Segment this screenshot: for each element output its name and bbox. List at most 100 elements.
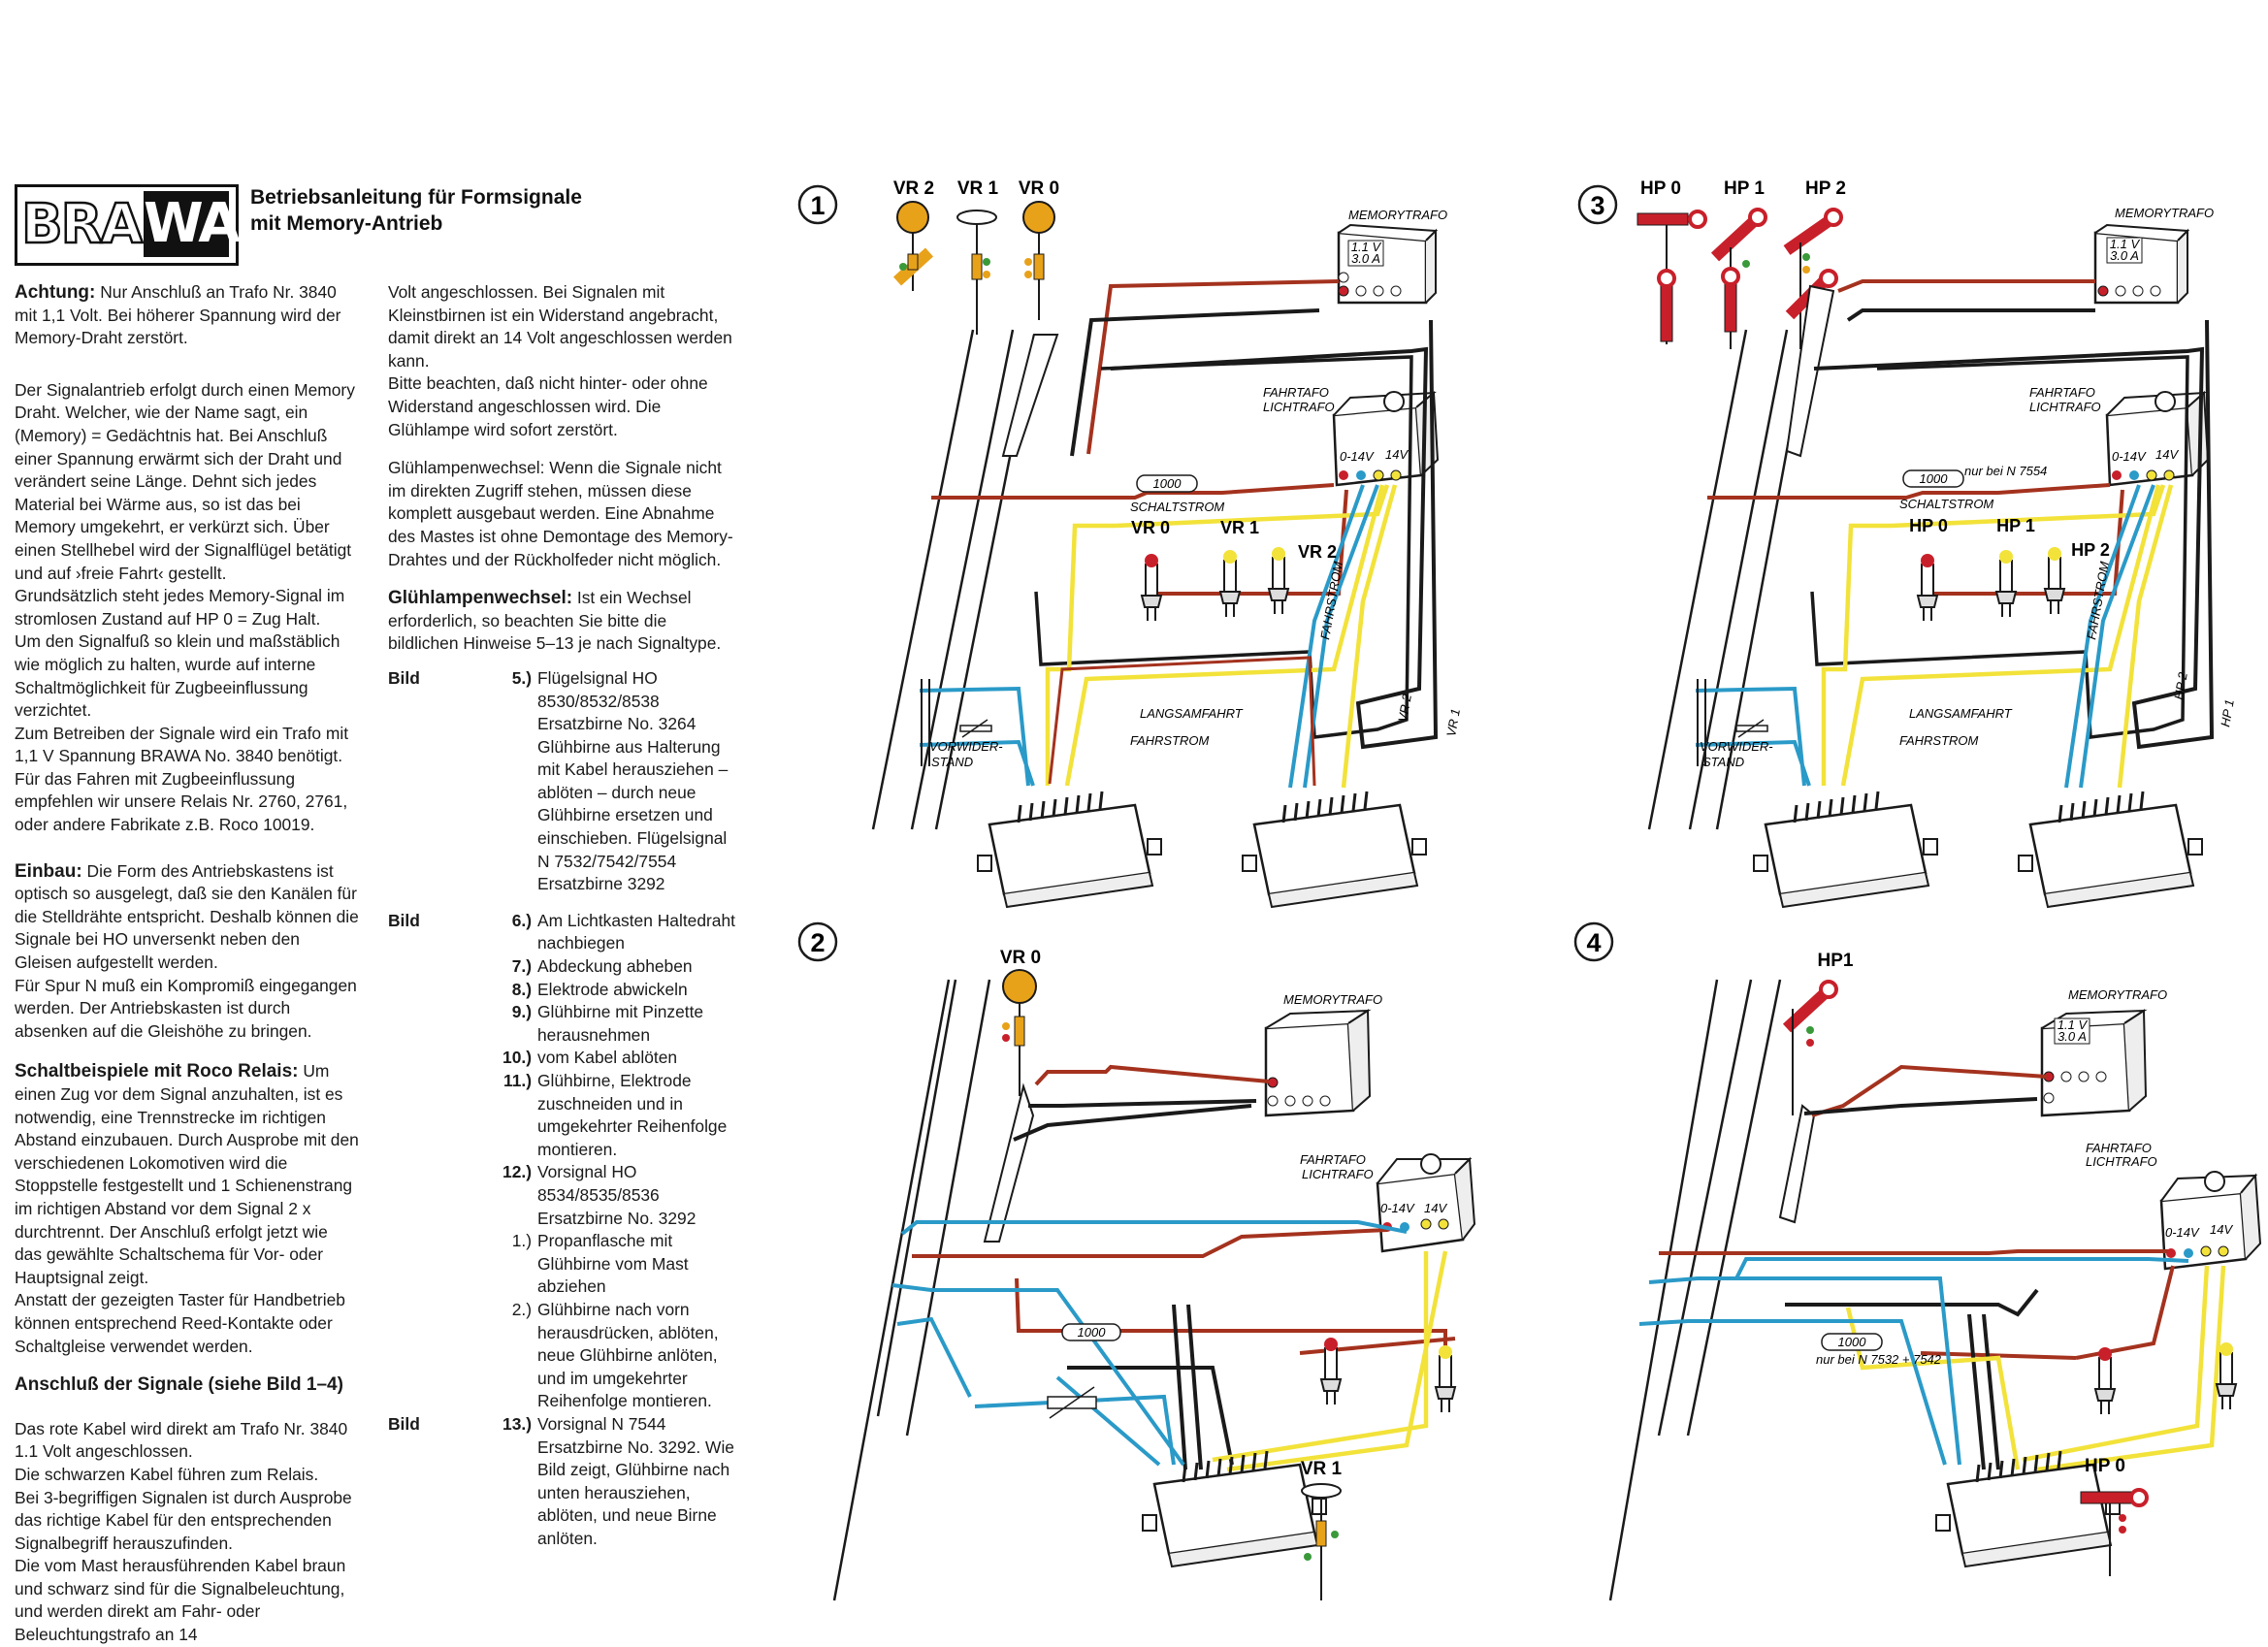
d2-resistor-label: 1000 <box>1078 1325 1107 1340</box>
schalt-paragraph: Schaltbeispiele mit Roco Relais: Um eine… <box>15 1060 359 1289</box>
bild-item: 9.)Glühbirne mit Pinzette herausnehmen <box>388 1001 737 1047</box>
d3-resistor-label: 1000 <box>1920 471 1949 486</box>
bild-text: Flügelsignal HO 8530/8532/8538 Ersatzbir… <box>537 667 729 894</box>
d2-volt-1: 0-14V <box>1380 1201 1415 1215</box>
d4-resistor-1000: 1000 <box>1821 1333 1883 1351</box>
d3-schaltstrom-label: SCHALTSTROM <box>1899 497 1993 511</box>
d3-relay-left <box>1752 790 1939 909</box>
d3-memory-trafo: 1.1 V 3.0 A <box>2093 223 2190 305</box>
bild-number: 7.) <box>511 956 532 977</box>
d1-langsamfahrt-label: LANGSAMFAHRT <box>1140 706 1244 721</box>
bild-text: Vorsignal HO 8534/8535/8536 Ersatzbirne … <box>537 1162 697 1228</box>
d2-memory-label: MEMORYTRAFO <box>1283 992 1382 1007</box>
gluehlampen-text-2: Ist ein Wechsel erforderlich, so beachte… <box>388 588 722 654</box>
d3-memory-label: MEMORYTRAFO <box>2115 206 2214 220</box>
d1-stand-label: STAND <box>931 755 973 769</box>
d2-resistor-1000: 1000 <box>1061 1323 1121 1341</box>
intro-text-3: Um den Signalfuß so klein und maßstäblic… <box>15 631 340 721</box>
anschluss-text-2: Die schwarzen Kabel führen zum Relais. <box>15 1464 319 1484</box>
d1-bulb-label-vr2: VR 2 <box>1298 542 1337 562</box>
diagram-1: 1 VR 2 VR 1 VR 0 <box>797 178 1463 909</box>
bild-item: 12.)Vorsignal HO 8534/8535/8536 Ersatzbi… <box>388 1161 737 1230</box>
bild-number: 11.) <box>502 1071 532 1090</box>
d4-trafo-amp: 3.0 A <box>2057 1029 2087 1044</box>
bild-label: Bild <box>388 667 420 688</box>
d4-signal-label: HP1 <box>1818 951 1854 971</box>
d1-bulb-vr0 <box>1141 554 1162 622</box>
d4-bulb-2 <box>2216 1342 2237 1410</box>
d3-fahrtafo: 0-14V 14V <box>2105 390 2210 487</box>
bild-label: Bild <box>388 910 420 930</box>
bild-text: Propanflasche mit Glühbirne vom Mast abz… <box>537 1231 689 1297</box>
d1-schaltstrom-label: SCHALTSTROM <box>1130 500 1224 514</box>
d3-bulb-hp2 <box>2044 547 2065 615</box>
d2-bulb-1 <box>1320 1338 1342 1405</box>
d3-fahrstrom-vertical-label: FAHRSTROM <box>2084 561 2112 641</box>
d3-trafo-amp: 3.0 A <box>2110 248 2139 263</box>
d2-volt-2: 14V <box>1424 1201 1447 1215</box>
bild-number: 12.) <box>502 1162 532 1182</box>
d4-fahrtafo: 0-14V 14V <box>2159 1171 2262 1271</box>
d1-signal-label-vr2: VR 2 <box>893 178 934 199</box>
bild-number: 8.) <box>511 979 532 999</box>
anschluss-text: Das rote Kabel wird direkt am Trafo Nr. … <box>15 1418 348 1462</box>
d2-lichtrafo-label: LICHTRAFO <box>1302 1167 1374 1181</box>
d1-signal-icon-vr0 <box>1022 201 1055 320</box>
achtung-text: Nur Anschluß an Trafo Nr. 3840 mit 1,1 V… <box>15 282 341 348</box>
bild-text: vom Kabel ablöten <box>537 1048 678 1068</box>
d4-lichtrafo-label: LICHTRAFO <box>2086 1154 2157 1169</box>
d3-relay-right <box>2017 790 2204 909</box>
d1-trafo-volt: 1.1 V <box>1351 240 1382 254</box>
d1-signal-label-vr1: VR 1 <box>957 178 999 199</box>
d4-fahrtafo-label: FAHRTAFO <box>2086 1141 2152 1155</box>
d3-bulb-label-hp0: HP 0 <box>1909 516 1948 535</box>
d2-signal-label: VR 0 <box>1000 948 1041 968</box>
bild-text: Abdeckung abheben <box>537 956 693 977</box>
diagram-4-number: 4 <box>1586 928 1601 957</box>
d3-volt-2: 14V <box>2155 447 2179 462</box>
gluehlampen-paragraph-2: Glühlampenwechsel: Ist ein Wechsel erfor… <box>388 587 737 656</box>
diagram-3-number: 3 <box>1590 191 1604 220</box>
title-line-2: mit Memory-Antrieb <box>250 212 443 235</box>
d1-lichtrafo-label: LICHTRAFO <box>1263 400 1335 414</box>
wiring-diagrams: 1 VR 2 VR 1 VR 0 <box>797 178 2262 1601</box>
text-column-2: Volt angeschlossen. Bei Signalen mit Kle… <box>388 281 737 1550</box>
d2-fahrtafo: 0-14V 14V <box>1376 1153 1476 1253</box>
d3-signal-label-hp2: HP 2 <box>1805 178 1846 199</box>
d4-memory-label: MEMORYTRAFO <box>2068 987 2167 1002</box>
cont-text: Volt angeschlossen. Bei Signalen mit Kle… <box>388 282 732 371</box>
einbau-text-2: Für Spur N muß ein Kompromiß eingegangen… <box>15 975 357 1041</box>
intro-text: Der Signalantrieb erfolgt durch einen Me… <box>15 379 355 583</box>
d3-nurbei-label: nur bei N 7554 <box>1964 464 2047 478</box>
d3-bulb-hp1 <box>1995 550 2017 618</box>
anschluss-text-3: Bei 3-begriffigen Signalen ist durch Aus… <box>15 1487 352 1553</box>
d3-vorwider-label: VORWIDER- <box>1700 739 1773 754</box>
logo-text-bra: BRA <box>20 192 145 258</box>
d3-volt-1: 0-14V <box>2112 449 2147 464</box>
achtung-heading: Achtung: <box>15 282 96 303</box>
bild-text: Vorsignal N 7544 Ersatzbirne No. 3292. W… <box>537 1413 734 1548</box>
d1-signal-icon-vr2 <box>892 201 934 291</box>
d1-bulb-label-vr1: VR 1 <box>1220 518 1259 537</box>
d2-memory-trafo <box>1264 1009 1372 1117</box>
bild-text: Elektrode abwickeln <box>537 979 688 999</box>
document-title: Betriebsanleitung für Formsignale mit Me… <box>250 184 582 237</box>
d3-fahrstrom-label: FAHRSTROM <box>1899 733 1979 748</box>
bild-number: 10.) <box>502 1048 532 1068</box>
schalt-text: Um einen Zug vor dem Signal anzuhalten, … <box>15 1061 359 1287</box>
d3-side-label-hp2: HP 2 <box>2171 670 2190 700</box>
d1-bulb-vr2 <box>1268 547 1289 615</box>
gluehlampen-heading: Glühlampenwechsel: <box>388 588 573 609</box>
d1-volt-2: 14V <box>1385 447 1409 462</box>
diagram-3: 3 HP 0 HP 1 HP 2 <box>1577 178 2237 909</box>
d4-signal-label-hp0: HP 0 <box>2085 1456 2125 1476</box>
d4-trafo-volt: 1.1 V <box>2057 1017 2089 1032</box>
d3-side-label-hp1: HP 1 <box>2218 698 2237 728</box>
d3-langsamfahrt-label: LANGSAMFAHRT <box>1909 706 2013 721</box>
cont-text-2: Bitte beachten, daß nicht hinter- oder o… <box>388 373 708 439</box>
d2-signal-icon-vr1 <box>1301 1483 1342 1600</box>
d4-memory-trafo: 1.1 V 3.0 A <box>2040 1009 2148 1117</box>
